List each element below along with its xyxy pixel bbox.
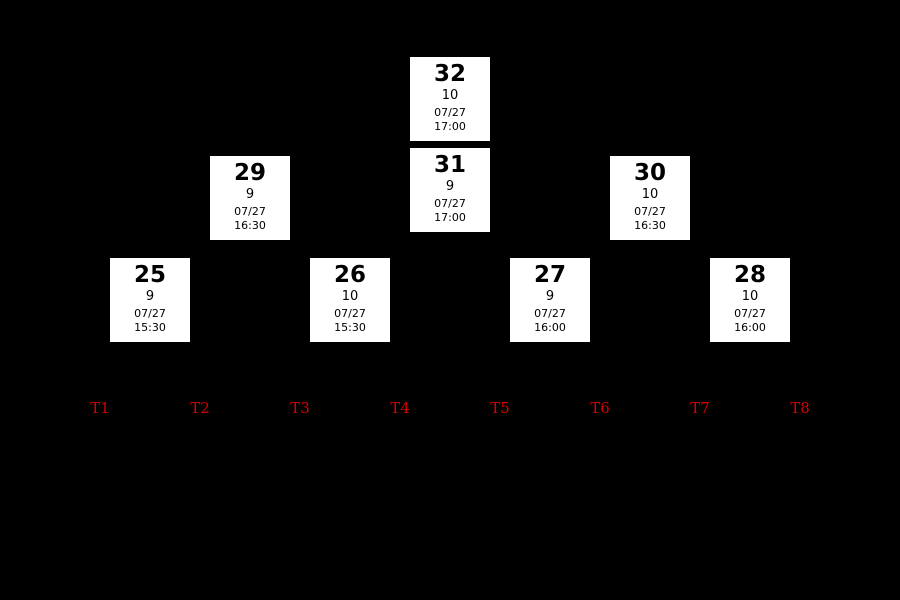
node-value: 9 bbox=[245, 187, 255, 202]
axis-label-t6: T6 bbox=[590, 399, 610, 417]
axis-label-t1: T1 bbox=[90, 399, 110, 417]
node-date: 07/27 bbox=[234, 205, 266, 218]
node-id: 31 bbox=[433, 152, 466, 178]
node-date: 07/27 bbox=[434, 106, 466, 119]
node-time: 16:00 bbox=[734, 321, 766, 334]
axis-label-t3: T3 bbox=[290, 399, 310, 417]
axis-label-t8: T8 bbox=[790, 399, 810, 417]
node-time: 16:30 bbox=[634, 219, 666, 232]
node-date: 07/27 bbox=[534, 307, 566, 320]
axis-label-t5: T5 bbox=[490, 399, 510, 417]
node-id: 28 bbox=[733, 262, 766, 288]
node-time: 16:30 bbox=[234, 219, 266, 232]
node-value: 10 bbox=[641, 187, 659, 202]
node-date: 07/27 bbox=[434, 197, 466, 210]
node-value: 9 bbox=[545, 289, 555, 304]
node-id: 26 bbox=[333, 262, 366, 288]
node-id: 29 bbox=[233, 160, 266, 186]
node-id: 30 bbox=[633, 160, 666, 186]
axis-label-t2: T2 bbox=[190, 399, 210, 417]
node-value: 10 bbox=[441, 88, 459, 103]
axis-label-t4: T4 bbox=[390, 399, 410, 417]
node-time: 17:00 bbox=[434, 120, 466, 133]
node-time: 16:00 bbox=[534, 321, 566, 334]
node-value: 9 bbox=[445, 179, 455, 194]
node-value: 10 bbox=[741, 289, 759, 304]
node-id: 27 bbox=[533, 262, 566, 288]
node-id: 32 bbox=[433, 61, 466, 87]
node-date: 07/27 bbox=[134, 307, 166, 320]
node-date: 07/27 bbox=[334, 307, 366, 320]
node-value: 9 bbox=[145, 289, 155, 304]
node-date: 07/27 bbox=[634, 205, 666, 218]
node-time: 15:30 bbox=[134, 321, 166, 334]
node-value: 10 bbox=[341, 289, 359, 304]
node-id: 25 bbox=[133, 262, 166, 288]
axis-label-t7: T7 bbox=[690, 399, 710, 417]
node-time: 15:30 bbox=[334, 321, 366, 334]
node-time: 17:00 bbox=[434, 211, 466, 224]
node-date: 07/27 bbox=[734, 307, 766, 320]
